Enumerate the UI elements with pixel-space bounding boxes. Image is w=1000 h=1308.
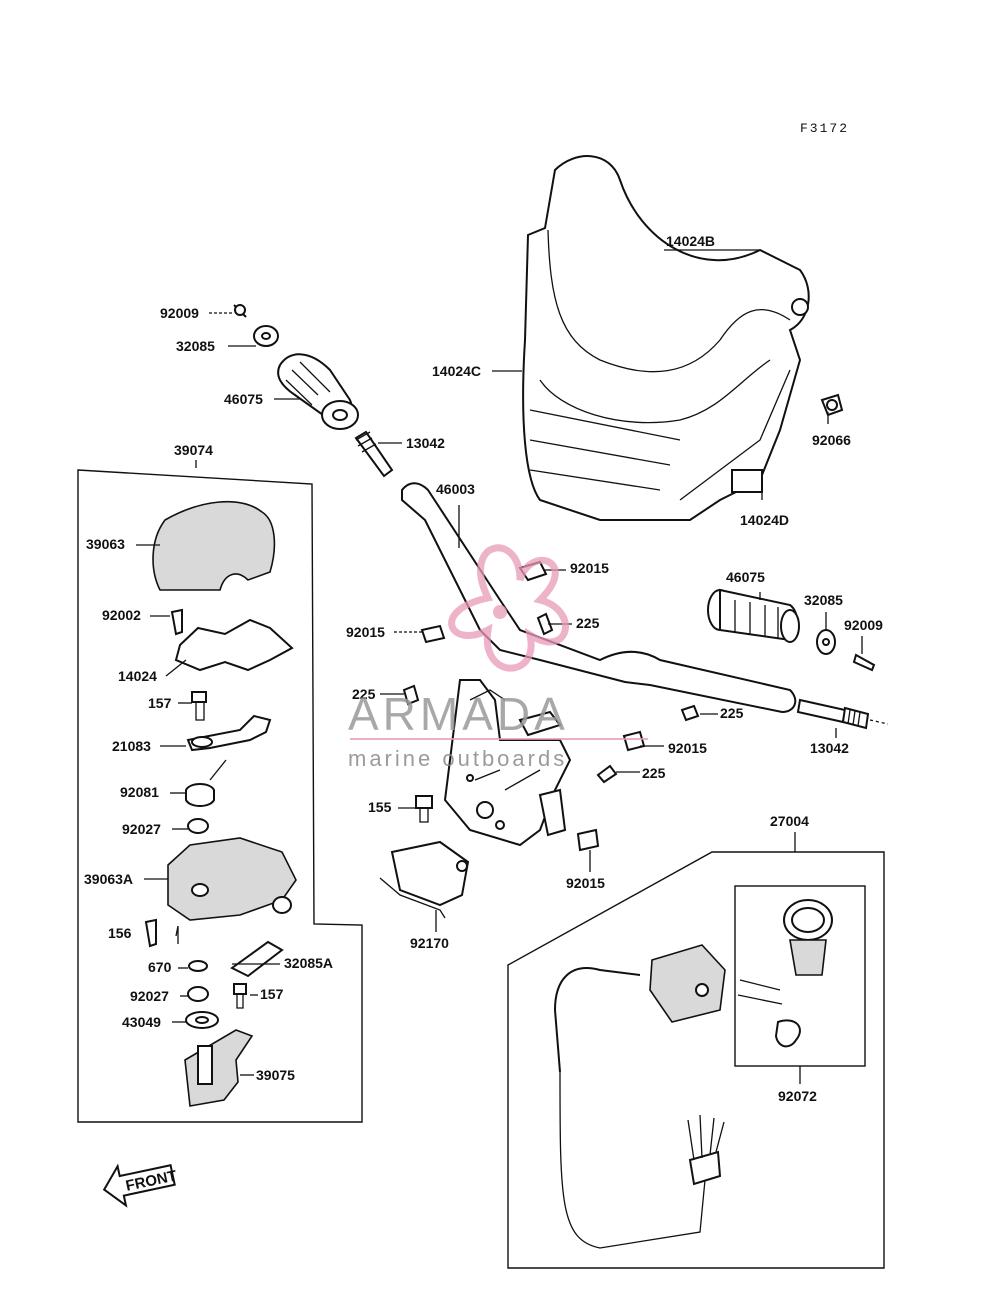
label-13042-right: 13042	[810, 740, 849, 756]
label-14024B: 14024B	[666, 233, 715, 249]
bracket-92170-drawing	[379, 840, 470, 919]
label-92066: 92066	[812, 432, 851, 448]
label-157-upper: 157	[148, 695, 172, 711]
label-39075: 39075	[256, 1067, 295, 1083]
label-32085-right: 32085	[804, 592, 843, 608]
front-arrow: FRONT	[102, 1163, 178, 1208]
label-92081: 92081	[120, 784, 159, 800]
label-46075: 46075	[224, 391, 263, 407]
steering-bracket-drawing	[443, 679, 572, 847]
label-39074: 39074	[174, 442, 213, 458]
part-labels: 92009 32085 46075 13042 14024B 14024C 92…	[84, 233, 883, 1104]
watermark-tagline: marine outboards	[348, 746, 567, 771]
label-46075-right: 46075	[726, 569, 765, 585]
watermark: ARMADA marine outboards	[348, 544, 648, 771]
left-grip-drawing	[233, 304, 394, 478]
label-156: 156	[108, 925, 132, 941]
leader-lines	[136, 249, 863, 1084]
right-bar-end-drawing	[796, 698, 889, 730]
nut-92066-drawing	[820, 393, 844, 417]
label-14024C: 14024C	[432, 363, 481, 379]
label-27004: 27004	[770, 813, 809, 829]
label-92015-left: 92015	[346, 624, 385, 640]
label-670: 670	[148, 959, 172, 975]
label-92009-right: 92009	[844, 617, 883, 633]
label-32085: 32085	[176, 338, 215, 354]
label-13042: 13042	[406, 435, 445, 451]
right-grip-drawing	[707, 588, 876, 672]
bolt-155-drawing	[415, 795, 433, 823]
label-225-top: 225	[576, 615, 600, 631]
label-14024D: 14024D	[740, 512, 789, 528]
label-43049: 43049	[122, 1014, 161, 1030]
label-155: 155	[368, 799, 392, 815]
label-225-lower: 225	[642, 765, 666, 781]
label-92027-upper: 92027	[122, 821, 161, 837]
label-92009: 92009	[160, 305, 199, 321]
watermark-brand: ARMADA	[348, 688, 569, 740]
screw-225-drawings	[402, 612, 700, 784]
group-box-27004	[507, 851, 885, 1269]
label-157-lower: 157	[260, 986, 284, 1002]
stop-switch-drawing	[553, 899, 833, 1249]
group-box-39074	[77, 469, 363, 1123]
label-92170: 92170	[410, 935, 449, 951]
label-92015-top: 92015	[570, 560, 609, 576]
label-92027-lower: 92027	[130, 988, 169, 1004]
label-225-right: 225	[720, 705, 744, 721]
label-225-left: 225	[352, 686, 376, 702]
label-92072: 92072	[778, 1088, 817, 1104]
label-92002: 92002	[102, 607, 141, 623]
label-92015-bottom: 92015	[566, 875, 605, 891]
handlebar-cover-drawing	[522, 155, 810, 521]
label-39063A: 39063A	[84, 871, 133, 887]
label-92015-right: 92015	[668, 740, 707, 756]
label-46003: 46003	[436, 481, 475, 497]
label-14024: 14024	[118, 668, 157, 684]
clip-92015-drawings	[420, 560, 646, 852]
switch-housing-drawing	[144, 500, 297, 1107]
label-32085A: 32085A	[284, 955, 333, 971]
watermark-logo-icon	[448, 544, 569, 672]
label-39063: 39063	[86, 536, 125, 552]
label-21083: 21083	[112, 738, 151, 754]
figure-code: F3172	[800, 121, 849, 136]
